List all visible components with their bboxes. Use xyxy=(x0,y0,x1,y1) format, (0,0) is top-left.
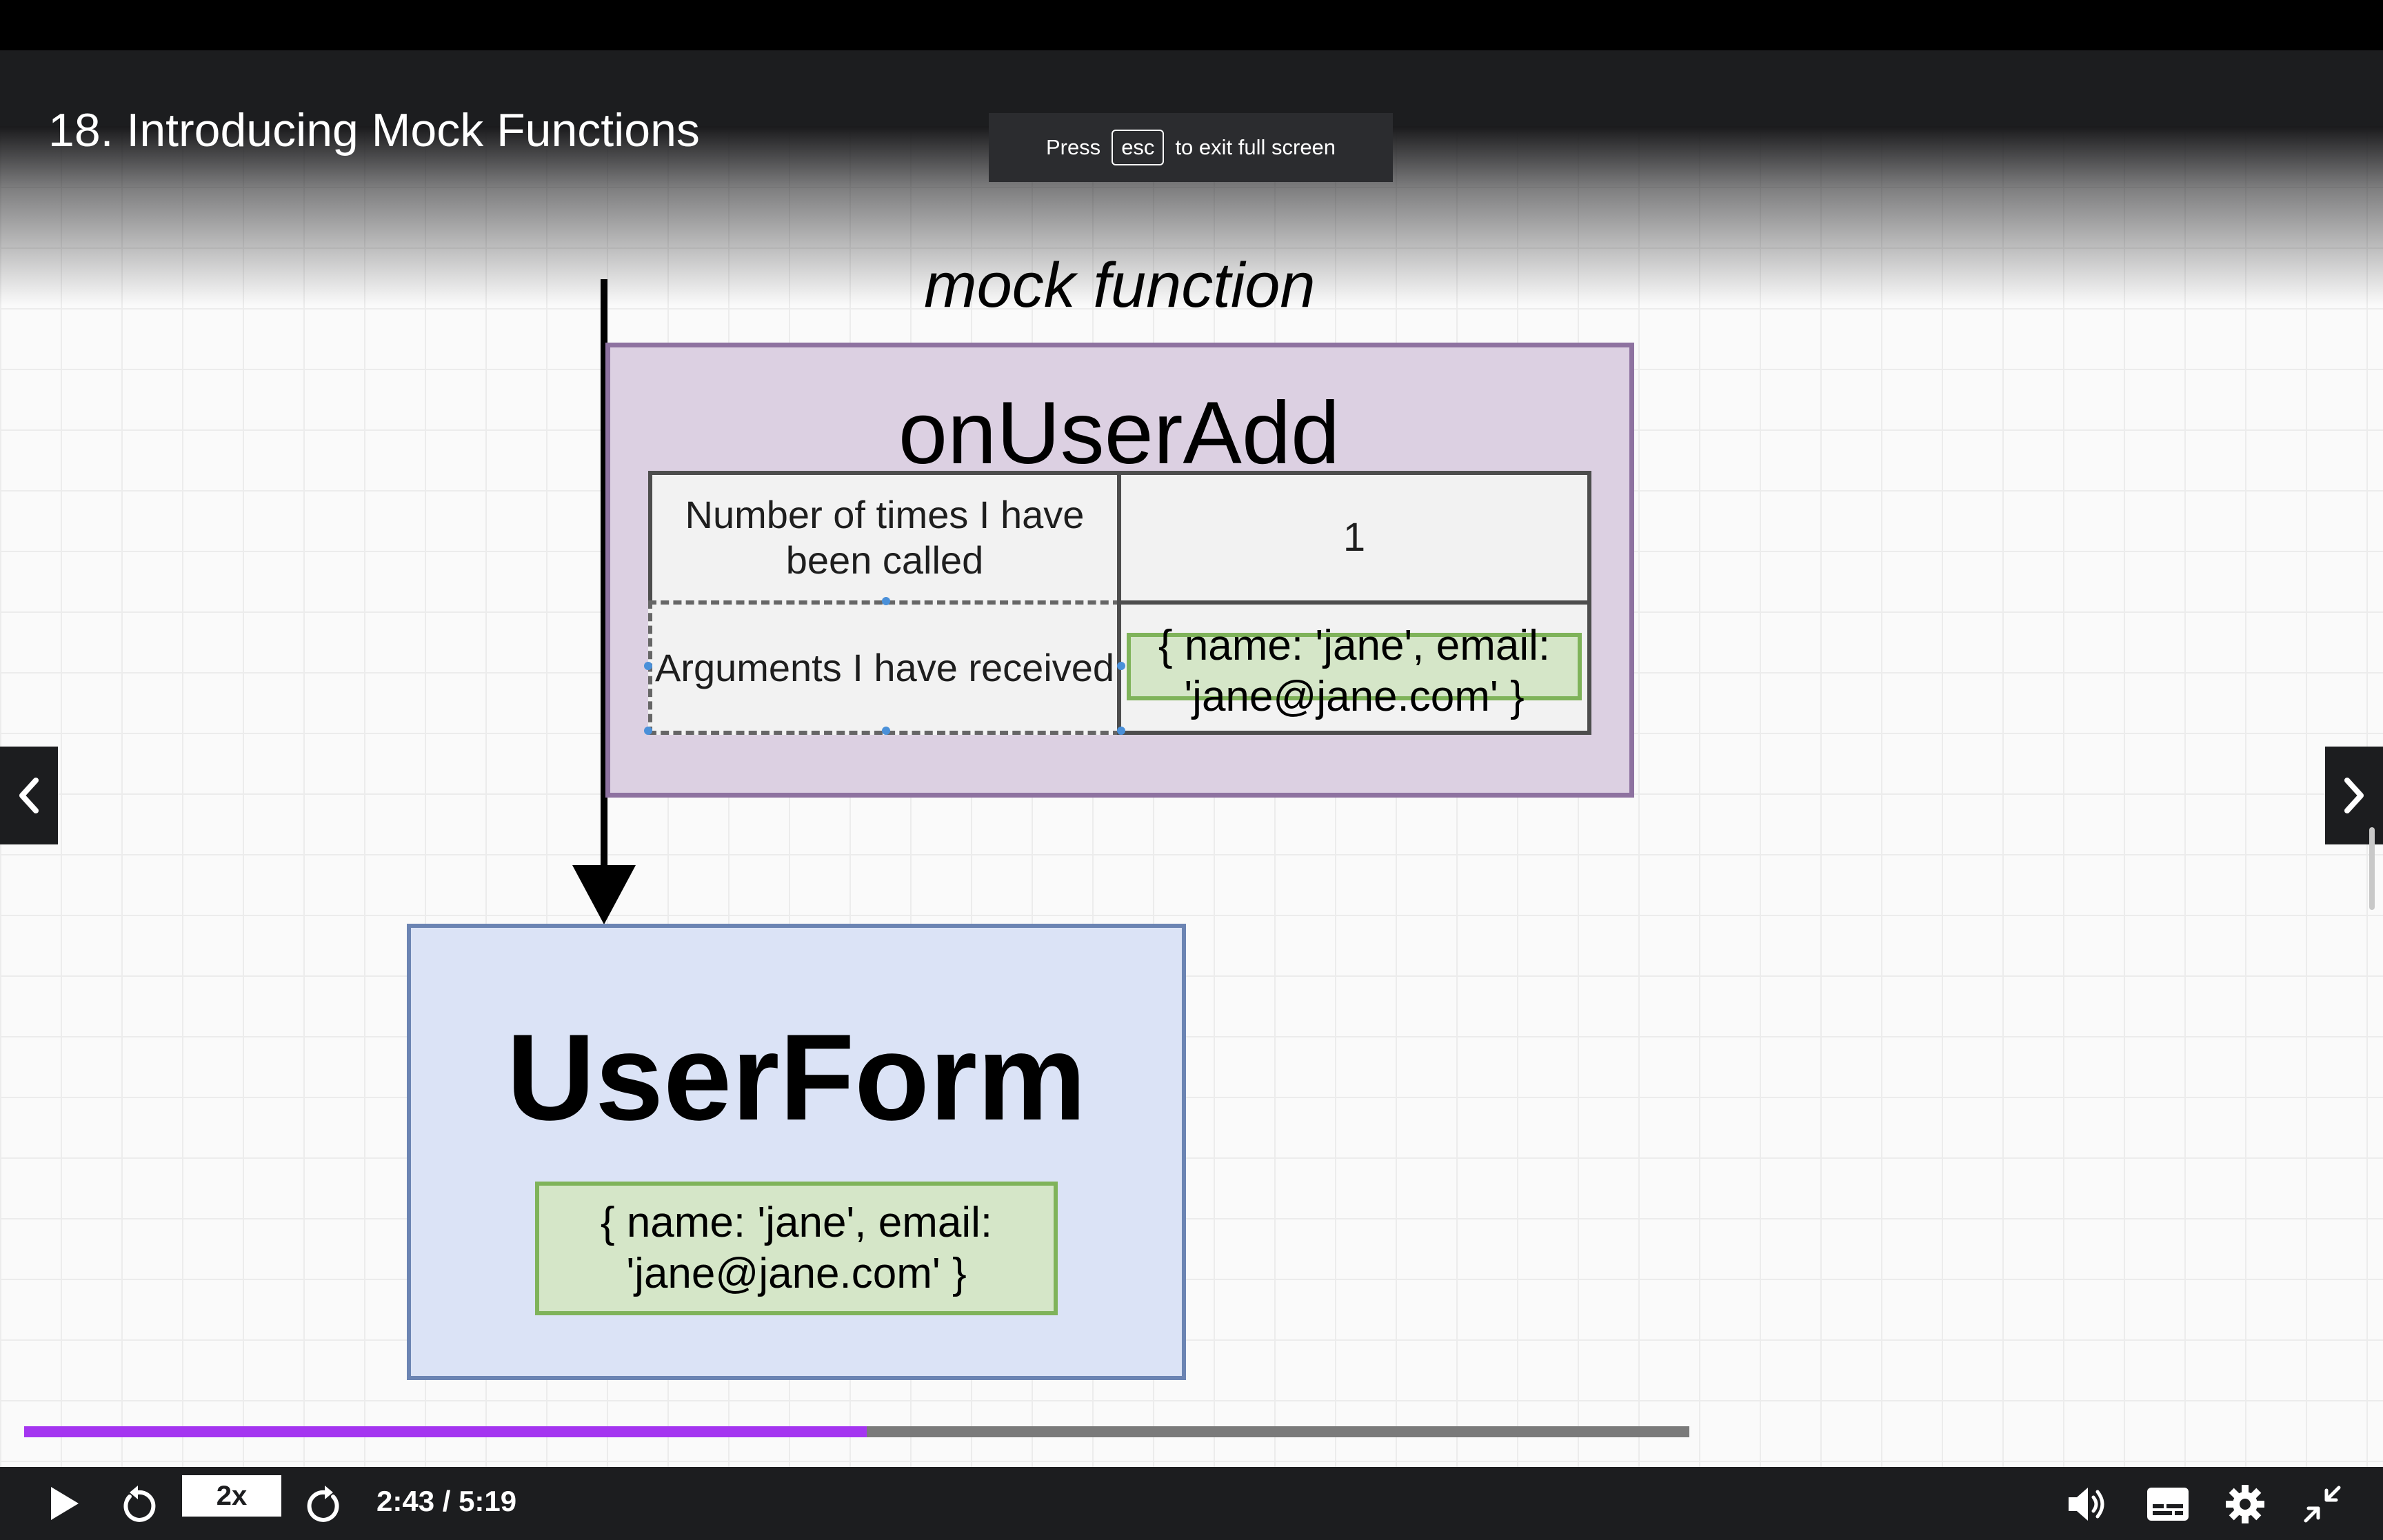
rewind-icon xyxy=(123,1486,156,1522)
volume-icon xyxy=(2069,1488,2104,1521)
settings-button[interactable] xyxy=(2219,1478,2271,1530)
call-count-label: Number of times I have been called xyxy=(648,471,1121,605)
selection-handle[interactable] xyxy=(882,727,890,735)
captions-button[interactable] xyxy=(2142,1478,2194,1530)
chevron-right-icon xyxy=(2344,778,2364,813)
arguments-label: Arguments I have received xyxy=(648,600,1121,735)
selection-handle[interactable] xyxy=(1117,662,1125,670)
player-controls: 2x 2:43 / 5:19 xyxy=(0,1467,2383,1540)
volume-button[interactable] xyxy=(2062,1478,2114,1530)
arguments-highlight xyxy=(1127,633,1582,700)
playback-speed-button[interactable]: 2x xyxy=(182,1475,281,1517)
hint-suffix: to exit full screen xyxy=(1175,135,1336,159)
play-icon xyxy=(51,1487,79,1520)
previous-lecture-button[interactable] xyxy=(0,747,58,844)
hint-prefix: Press xyxy=(1045,135,1101,159)
flow-arrow-line xyxy=(601,279,607,900)
exit-fullscreen-button[interactable] xyxy=(2296,1478,2349,1530)
component-value: { name: 'jane', email: 'jane@jane.com' } xyxy=(535,1182,1058,1315)
esc-key: esc xyxy=(1112,130,1165,165)
captions-icon xyxy=(2147,1488,2189,1521)
selection-handle[interactable] xyxy=(1117,727,1125,735)
flow-arrow-head xyxy=(572,865,636,924)
arguments-value: { name: 'jane', email: 'jane@jane.com' } xyxy=(1158,622,1551,720)
chevron-left-icon xyxy=(19,778,39,813)
minimize-icon xyxy=(2304,1486,2341,1523)
rewind-button[interactable] xyxy=(114,1479,162,1528)
selection-handle[interactable] xyxy=(644,662,652,670)
scrollbar-thumb[interactable] xyxy=(2369,827,2375,910)
selection-handle[interactable] xyxy=(882,597,890,605)
forward-button[interactable] xyxy=(301,1479,349,1528)
call-count-value: 1 xyxy=(1117,471,1591,605)
selection-handle[interactable] xyxy=(644,727,652,735)
gear-icon xyxy=(2226,1485,2264,1523)
time-display: 2:43 / 5:19 xyxy=(376,1485,517,1517)
function-name: onUserAdd xyxy=(898,384,1340,483)
lecture-title: 18. Introducing Mock Functions xyxy=(48,104,700,156)
forward-icon xyxy=(307,1486,339,1522)
exit-fullscreen-hint: Press esc to exit full screen xyxy=(989,113,1393,182)
progress-played xyxy=(24,1426,867,1437)
top-bar xyxy=(0,0,2383,50)
component-name: UserForm xyxy=(506,1009,1087,1146)
play-button[interactable] xyxy=(40,1479,88,1528)
